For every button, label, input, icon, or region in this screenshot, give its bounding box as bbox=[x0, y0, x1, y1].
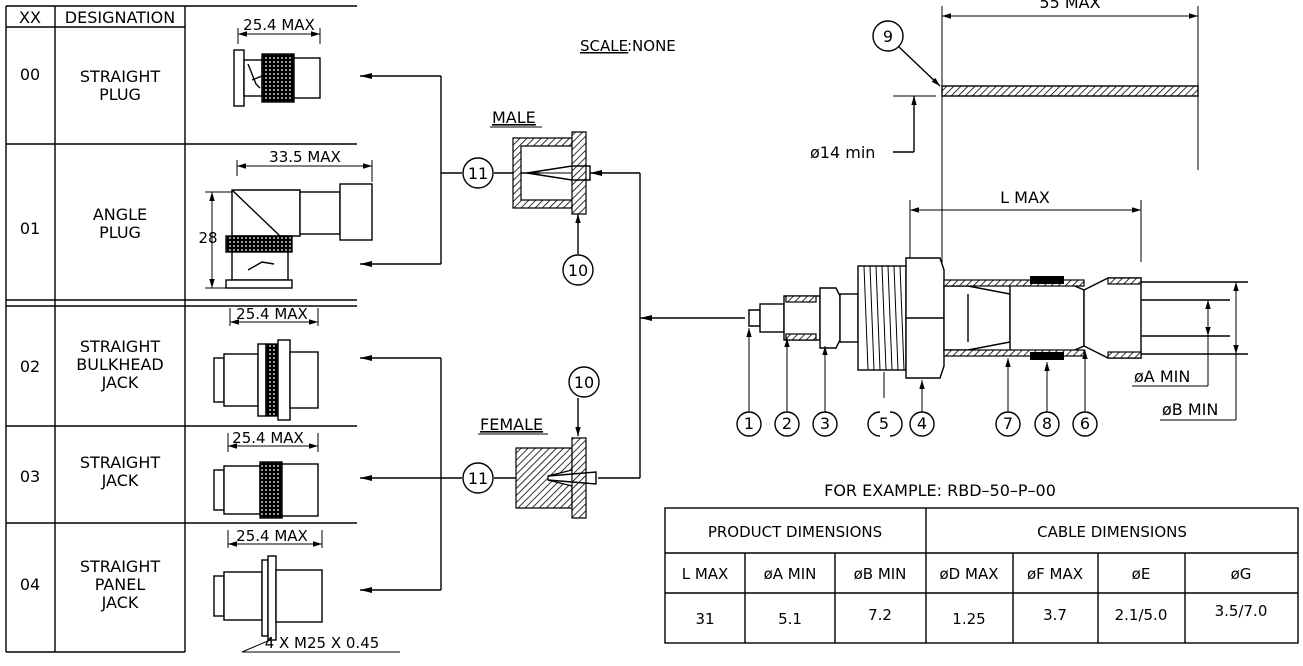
row-name-02-line2: BULKHEAD bbox=[76, 355, 164, 374]
straight-jack-drawing: 25.4 MAX bbox=[213, 429, 319, 519]
table-group-product: PRODUCT DIMENSIONS bbox=[708, 523, 882, 541]
row-name-02-line3: JACK bbox=[101, 373, 139, 392]
scale-value: :NONE bbox=[627, 37, 676, 55]
row-code-04: 04 bbox=[20, 575, 40, 594]
table-group-cable: CABLE DIMENSIONS bbox=[1037, 523, 1187, 541]
dia-14-min: ø14 min bbox=[810, 143, 875, 162]
balloon-5-label: 5 bbox=[879, 414, 889, 433]
cable-assembly-drawing: 55 MAX 9 ø14 min L MAX bbox=[736, 0, 1248, 437]
scale-label: SCALE bbox=[580, 37, 628, 55]
balloon-7-label: 7 bbox=[1003, 414, 1013, 433]
dia-b-min: øB MIN bbox=[1162, 400, 1218, 419]
balloon-11-male bbox=[462, 157, 494, 189]
balloon-10-female bbox=[568, 366, 600, 398]
row-name-03-line2: JACK bbox=[101, 471, 139, 490]
female-interface-drawing: 10 FEMALE 11 bbox=[462, 366, 600, 519]
row-name-04-line1: STRAIGHT bbox=[80, 557, 160, 576]
table-value-d-max: 1.25 bbox=[952, 610, 985, 628]
table-value-b-min: 7.2 bbox=[868, 606, 892, 624]
row-code-00: 00 bbox=[20, 65, 40, 84]
balloon-2-label: 2 bbox=[782, 414, 792, 433]
row-name-04-line2: PANEL bbox=[95, 575, 146, 594]
balloon-10-female-label: 10 bbox=[574, 373, 594, 392]
dimensions-table: PRODUCT DIMENSIONS CABLE DIMENSIONS L MA… bbox=[664, 507, 1299, 644]
balloon-11-female bbox=[462, 462, 494, 494]
row-code-01: 01 bbox=[20, 219, 40, 238]
balloon-3-label: 3 bbox=[820, 414, 830, 433]
angle-length-dim: 33.5 MAX bbox=[269, 148, 341, 166]
row-name-01-line2: PLUG bbox=[99, 223, 141, 242]
table-header-a-min: øA MIN bbox=[764, 565, 817, 583]
row-name-01-line1: ANGLE bbox=[93, 205, 147, 224]
table-value-e: 2.1/5.0 bbox=[1115, 606, 1168, 624]
panel-length-dim: 25.4 MAX bbox=[236, 527, 308, 545]
bulkhead-jack-drawing: 25.4 MAX bbox=[213, 305, 319, 421]
table-value-l-max: 31 bbox=[695, 610, 714, 628]
angle-plug-drawing: 33.5 MAX 28 bbox=[198, 148, 373, 289]
panel-jack-drawing: 25.4 MAX 4 X M25 X 0.45 bbox=[213, 527, 400, 653]
balloon-1-label: 1 bbox=[744, 414, 754, 433]
male-interface-drawing: MALE 11 10 bbox=[462, 108, 594, 286]
header-xx: XX bbox=[19, 8, 41, 27]
table-header-e: øE bbox=[1132, 565, 1151, 583]
panel-thread-callout: 4 X M25 X 0.45 bbox=[265, 634, 380, 652]
row-name-02-line1: STRAIGHT bbox=[80, 337, 160, 356]
jack-length-dim: 25.4 MAX bbox=[232, 429, 304, 447]
female-label: FEMALE bbox=[480, 415, 543, 434]
table-value-a-min: 5.1 bbox=[778, 610, 802, 628]
balloon-11-female-label: 11 bbox=[468, 469, 488, 488]
balloon-8-label: 8 bbox=[1042, 414, 1052, 433]
male-label: MALE bbox=[492, 108, 536, 127]
table-header-f-max: øF MAX bbox=[1027, 565, 1083, 583]
table-header-d-max: øD MAX bbox=[940, 565, 999, 583]
example-part-number: FOR EXAMPLE: RBD–50–P–00 bbox=[824, 481, 1056, 500]
balloon-10-male bbox=[562, 254, 594, 286]
balloon-9-label: 9 bbox=[883, 27, 893, 46]
balloon-4-label: 4 bbox=[917, 414, 927, 433]
designation-table: XX DESIGNATION 00 STRAIGHT PLUG 01 ANGLE… bbox=[5, 5, 357, 653]
thread-lines bbox=[863, 265, 905, 371]
dia-a-min: øA MIN bbox=[1134, 367, 1190, 386]
balloon-6-label: 6 bbox=[1080, 414, 1090, 433]
header-designation: DESIGNATION bbox=[65, 8, 175, 27]
dim-55-max: 55 MAX bbox=[1039, 0, 1100, 12]
table-header-l-max: L MAX bbox=[682, 565, 729, 583]
row-name-04-line3: JACK bbox=[101, 593, 139, 612]
row-name-03-line1: STRAIGHT bbox=[80, 453, 160, 472]
row-name-00-line1: STRAIGHT bbox=[80, 67, 160, 86]
table-value-f-max: 3.7 bbox=[1043, 606, 1067, 624]
angle-height-dim: 28 bbox=[198, 229, 217, 247]
leader-lines bbox=[360, 73, 745, 593]
straight-plug-drawing: 25.4 MAX bbox=[233, 16, 321, 107]
row-code-03: 03 bbox=[20, 467, 40, 486]
row-code-02: 02 bbox=[20, 357, 40, 376]
table-header-g: øG bbox=[1231, 565, 1252, 583]
plug-length-dim: 25.4 MAX bbox=[243, 16, 315, 34]
dim-l-max: L MAX bbox=[1000, 188, 1050, 207]
bulkhead-length-dim: 25.4 MAX bbox=[236, 305, 308, 323]
row-name-00-line2: PLUG bbox=[99, 85, 141, 104]
balloon-11-male-label: 11 bbox=[468, 164, 488, 183]
table-header-b-min: øB MIN bbox=[854, 565, 907, 583]
balloon-10-male-label: 10 bbox=[568, 261, 588, 280]
table-value-g: 3.5/7.0 bbox=[1215, 602, 1268, 620]
balloon-9 bbox=[872, 20, 904, 52]
